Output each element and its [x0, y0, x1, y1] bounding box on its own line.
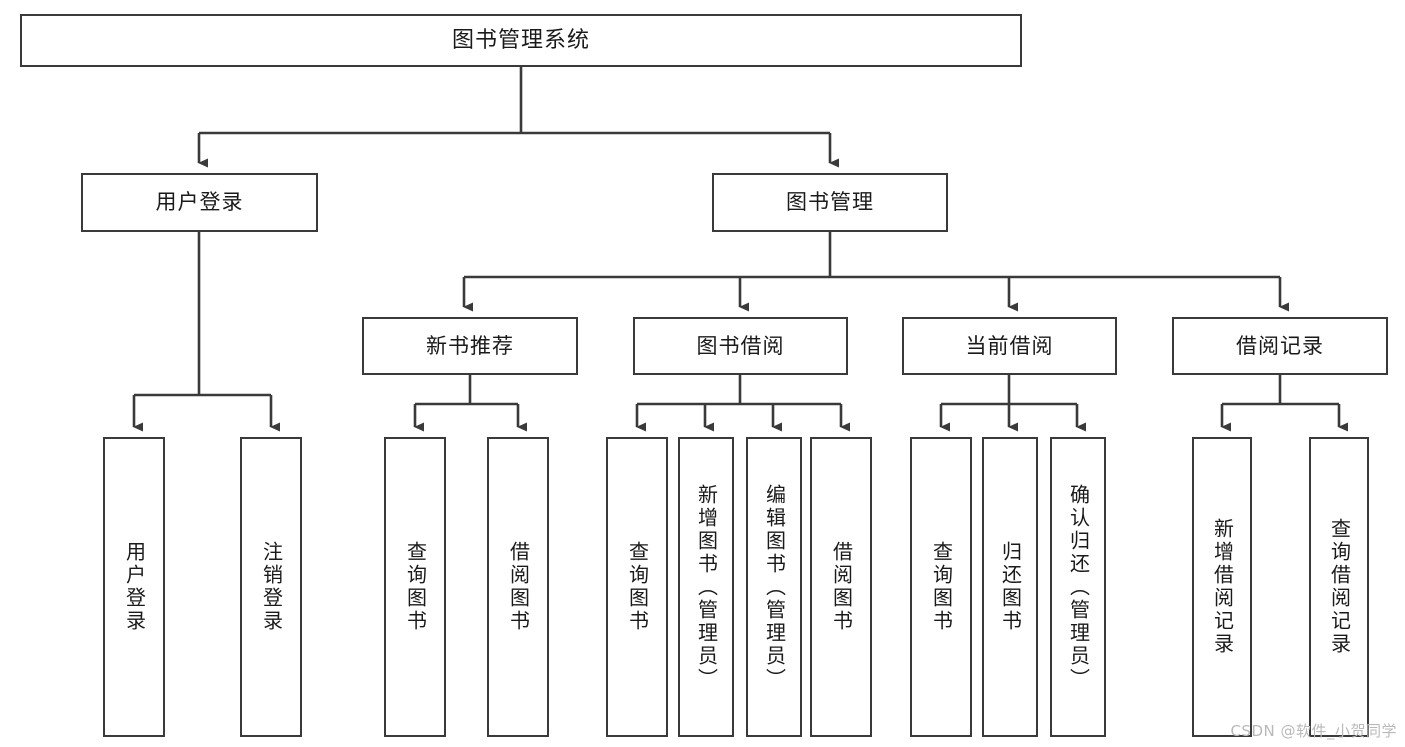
leaf-book-borrow-add-label: 新增图书（管理员） [694, 483, 719, 691]
leaf-user-login-login-label: 用户登录 [122, 541, 147, 633]
leaf-user-login-logout-label: 注销登录 [259, 541, 284, 633]
node-new-book-recommend[interactable]: 新书推荐 [362, 317, 578, 375]
leaf-book-borrow-add[interactable]: 新增图书（管理员） [678, 437, 734, 737]
node-current-borrow[interactable]: 当前借阅 [902, 317, 1117, 375]
node-borrow-record-label: 借阅记录 [1236, 333, 1324, 358]
node-book-management[interactable]: 图书管理 [712, 173, 948, 232]
leaf-book-borrow-edit[interactable]: 编辑图书（管理员） [746, 437, 802, 737]
leaf-new-book-query-label: 查询图书 [403, 541, 428, 633]
node-user-login[interactable]: 用户登录 [81, 173, 318, 232]
leaf-current-borrow-confirm-label: 确认归还（管理员） [1066, 483, 1091, 691]
leaf-book-borrow-borrow[interactable]: 借阅图书 [810, 437, 872, 737]
leaf-new-book-borrow[interactable]: 借阅图书 [487, 437, 549, 737]
node-root-system[interactable]: 图书管理系统 [20, 14, 1022, 67]
node-book-borrow-label: 图书借阅 [696, 333, 785, 358]
leaf-borrow-record-query-label: 查询借阅记录 [1327, 518, 1352, 656]
node-book-management-label: 图书管理 [786, 190, 874, 215]
node-user-login-label: 用户登录 [155, 190, 244, 215]
leaf-borrow-record-add[interactable]: 新增借阅记录 [1192, 437, 1252, 737]
leaf-book-borrow-query-label: 查询图书 [625, 541, 650, 633]
node-root-label: 图书管理系统 [451, 27, 590, 53]
leaf-book-borrow-query[interactable]: 查询图书 [606, 437, 668, 737]
leaf-current-borrow-return-label: 归还图书 [998, 541, 1023, 633]
node-borrow-record[interactable]: 借阅记录 [1172, 317, 1388, 375]
leaf-new-book-query[interactable]: 查询图书 [384, 437, 446, 737]
leaf-current-borrow-query[interactable]: 查询图书 [910, 437, 972, 737]
leaf-current-borrow-query-label: 查询图书 [929, 541, 954, 633]
leaf-user-login-logout[interactable]: 注销登录 [240, 437, 302, 737]
node-new-book-recommend-label: 新书推荐 [426, 333, 514, 358]
leaf-book-borrow-borrow-label: 借阅图书 [829, 541, 854, 633]
node-current-borrow-label: 当前借阅 [965, 333, 1054, 358]
leaf-borrow-record-query[interactable]: 查询借阅记录 [1309, 437, 1369, 737]
node-book-borrow[interactable]: 图书借阅 [633, 317, 848, 375]
leaf-borrow-record-add-label: 新增借阅记录 [1210, 518, 1235, 656]
csdn-watermark: CSDN @软件_小贺同学 [1230, 722, 1397, 740]
leaf-current-borrow-confirm[interactable]: 确认归还（管理员） [1050, 437, 1106, 737]
leaf-user-login-login[interactable]: 用户登录 [103, 437, 165, 737]
leaf-new-book-borrow-label: 借阅图书 [506, 541, 531, 633]
leaf-current-borrow-return[interactable]: 归还图书 [982, 437, 1038, 737]
leaf-book-borrow-edit-label: 编辑图书（管理员） [762, 483, 787, 691]
